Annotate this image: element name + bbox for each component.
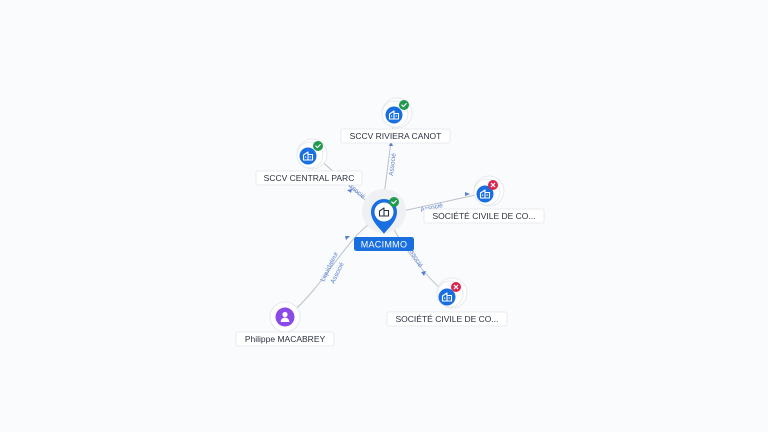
- node-person[interactable]: Philippe MACABREY: [235, 301, 335, 347]
- person-icon: [280, 311, 290, 322]
- center-label-badge: [354, 237, 414, 251]
- node-sccv-riviera[interactable]: SCCV RIVIERA CANOT: [340, 97, 451, 144]
- node-label: SCCV CENTRAL PARC: [264, 173, 355, 183]
- node-label: Philippe MACABREY: [245, 334, 326, 344]
- edge-arrow-icon: [389, 141, 393, 146]
- edge-person[interactable]: [287, 221, 373, 317]
- node-label: SOCIÉTÉ CIVILE DE CO...: [433, 211, 536, 221]
- status-active-badge: [399, 100, 409, 110]
- node-label: SCCV RIVIERA CANOT: [350, 131, 442, 141]
- node-sci-1[interactable]: SOCIÉTÉ CIVILE DE CO...: [423, 175, 545, 224]
- node-sci-2[interactable]: SOCIÉTÉ CIVILE DE CO...: [386, 277, 508, 327]
- node-sccv-central[interactable]: SCCV CENTRAL PARC: [255, 138, 363, 186]
- node-label: SOCIÉTÉ CIVILE DE CO...: [396, 314, 499, 324]
- status-active-badge: [313, 141, 323, 151]
- edge-label-riviera: Associé: [388, 152, 398, 176]
- edge-arrow-icon: [421, 271, 426, 276]
- center-label: MACIMMO: [361, 240, 408, 250]
- edge-arrow-icon: [465, 192, 470, 196]
- building-icon: [378, 207, 390, 217]
- status-active-badge: [389, 197, 399, 207]
- edge-arrow-icon: [347, 189, 352, 193]
- edge-arrow-icon: [345, 236, 350, 240]
- edge-sci-1[interactable]: [397, 193, 481, 213]
- node-center-macimmo[interactable]: MACIMMO: [354, 189, 414, 251]
